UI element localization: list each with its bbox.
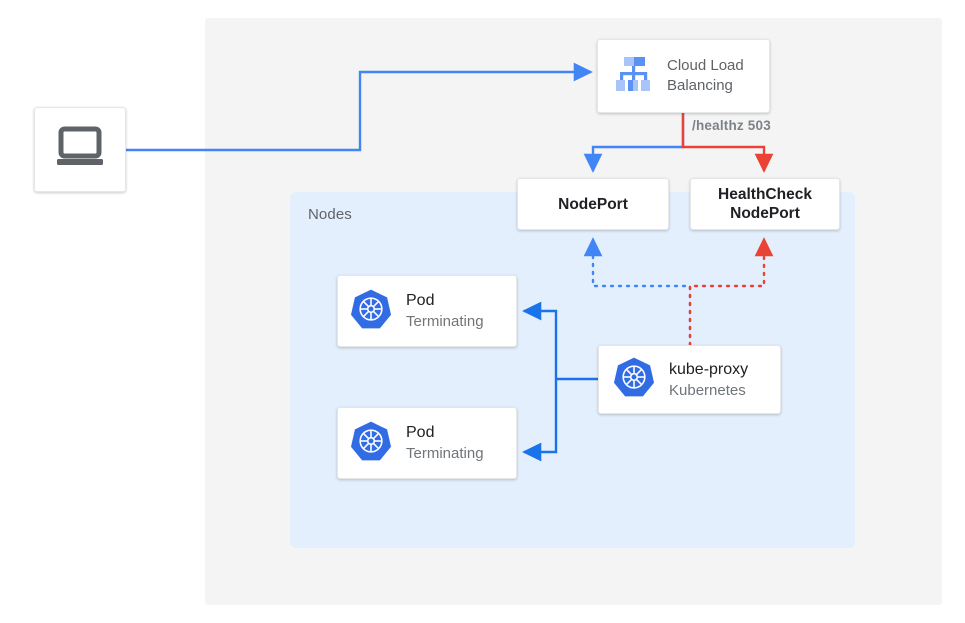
pod-title: Pod [406, 292, 435, 309]
pod-text: Pod Terminating [406, 422, 484, 464]
cloud-load-balancing-node[interactable]: Cloud Load Balancing [597, 39, 770, 113]
kubernetes-icon [350, 420, 392, 467]
healthcheck-nodeport-node[interactable]: HealthCheck NodePort [690, 178, 840, 230]
kubernetes-icon [613, 356, 655, 403]
healthz-annotation: /healthz 503 [692, 118, 771, 133]
pod-text: Pod Terminating [406, 290, 484, 332]
healthcheck-nodeport-label-line1: HealthCheck [718, 186, 812, 203]
cloud-load-balancing-icon [611, 54, 655, 99]
pod-title: Pod [406, 424, 435, 441]
kube-proxy-node[interactable]: kube-proxy Kubernetes [598, 345, 781, 414]
kube-proxy-title: kube-proxy [669, 360, 749, 378]
kube-proxy-text: kube-proxy Kubernetes [669, 359, 748, 401]
client-node[interactable] [34, 107, 126, 192]
kubernetes-icon [350, 288, 392, 335]
pod-node[interactable]: Pod Terminating [337, 275, 517, 347]
pod-status: Terminating [406, 313, 484, 330]
nodes-panel-label: Nodes [308, 206, 352, 223]
cloud-load-balancing-label-line1: Cloud Load [667, 57, 744, 74]
healthcheck-nodeport-label-line2: NodePort [730, 205, 800, 222]
healthcheck-nodeport-label: HealthCheck NodePort [718, 185, 812, 223]
pod-node[interactable]: Pod Terminating [337, 407, 517, 479]
cloud-load-balancing-label: Cloud Load Balancing [667, 56, 744, 96]
kube-proxy-subtitle: Kubernetes [669, 381, 746, 399]
nodeport-node[interactable]: NodePort [517, 178, 669, 230]
pod-status: Terminating [406, 445, 484, 462]
cloud-load-balancing-label-line2: Balancing [667, 77, 733, 94]
nodeport-label: NodePort [558, 195, 628, 213]
laptop-icon [55, 126, 105, 173]
